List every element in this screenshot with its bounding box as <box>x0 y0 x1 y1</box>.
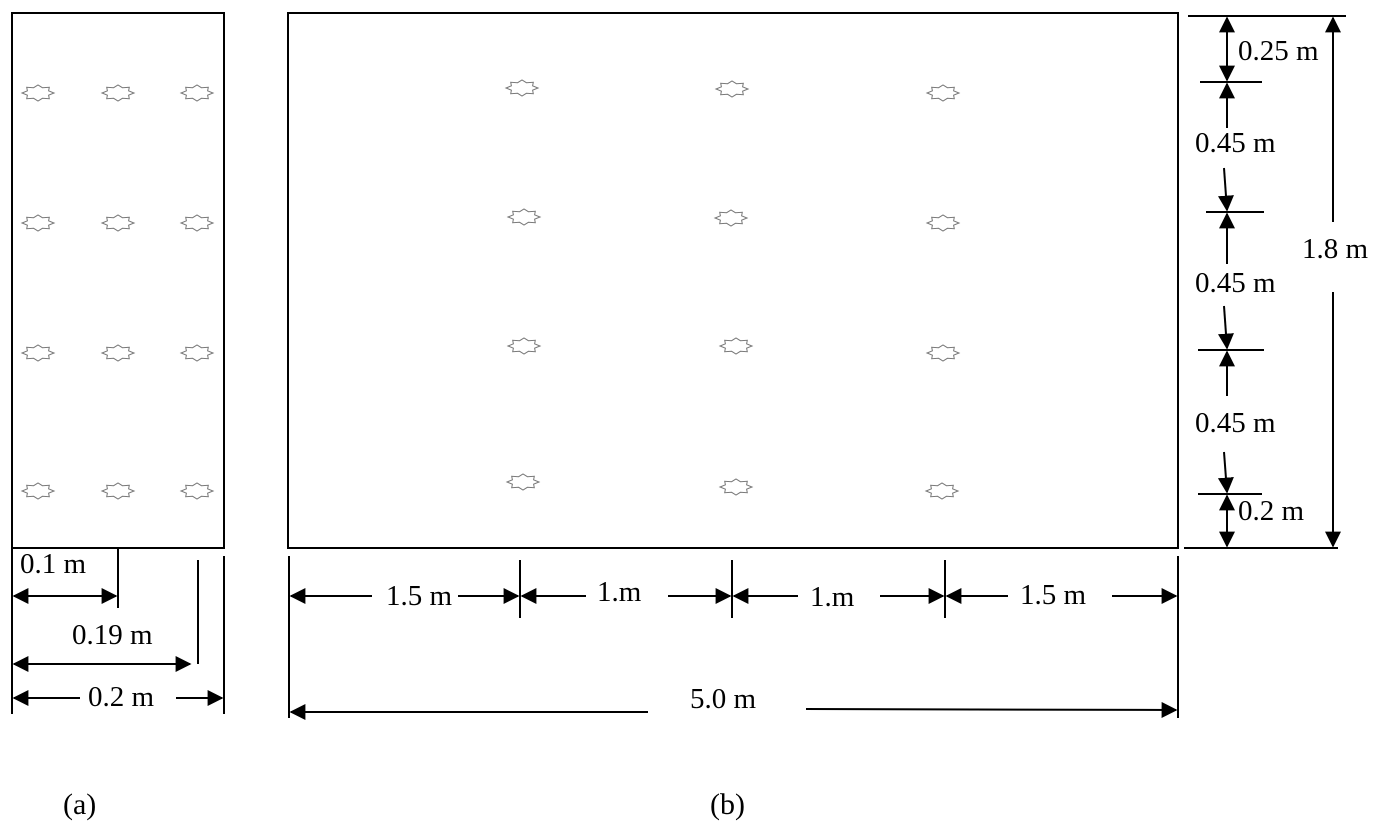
sensor-marker-icon <box>179 84 215 102</box>
panel-a-dim-label-0-2: 0.2 m <box>88 681 155 713</box>
panel-b-caption: (b) <box>710 788 745 821</box>
panel-a-caption: (a) <box>63 788 96 821</box>
panel-b-dim-label-0-2: 0.2 m <box>1238 495 1305 527</box>
panel-b-total-height-label: 1.8 m <box>1302 233 1369 265</box>
sensor-marker-icon <box>504 79 540 97</box>
panel-b: 1.5 m 1.m 1.m 1.5 m 5.0 m 0.25 m 0.45 m … <box>287 12 1369 821</box>
panel-a-dim-label-0-1: 0.1 m <box>20 548 87 580</box>
sensor-marker-icon <box>506 337 542 355</box>
sensor-marker-icon <box>20 482 56 500</box>
sensor-marker-icon <box>20 214 56 232</box>
panel-b-dim-label-0-45-c: 0.45 m <box>1195 407 1276 439</box>
sensor-marker-icon <box>179 214 215 232</box>
panel-a-dim-label-0-19: 0.19 m <box>72 619 153 651</box>
panel-b-dim-arrow-0-45-b-bottom <box>1217 305 1234 350</box>
panel-a-sensor-markers <box>20 84 215 500</box>
panel-b-dim-label-0-45-b: 0.45 m <box>1195 267 1276 299</box>
sensor-marker-icon <box>100 482 136 500</box>
panel-b-total-width-label: 5.0 m <box>690 683 757 715</box>
panel-b-total-width-arrow-right <box>805 701 1178 718</box>
panel-a: 0.1 m 0.19 m 0.2 m (a) <box>11 12 225 821</box>
panel-a-section-outline <box>11 12 225 549</box>
sensor-marker-icon <box>718 478 754 496</box>
sensor-marker-icon <box>100 344 136 362</box>
sensor-marker-icon <box>20 84 56 102</box>
sensor-marker-icon <box>506 208 542 226</box>
panel-b-dim-label-1m-left: 1.m <box>597 576 642 608</box>
sensor-marker-icon <box>713 209 749 227</box>
sensor-marker-icon <box>718 337 754 355</box>
panel-b-sensor-markers <box>504 79 961 500</box>
panel-b-dim-label-1-5-right: 1.5 m <box>1020 579 1087 611</box>
sensor-marker-icon <box>100 214 136 232</box>
panel-b-dim-label-1m-right: 1.m <box>810 581 855 613</box>
panel-b-dim-label-0-45-a: 0.45 m <box>1195 127 1276 159</box>
panel-b-elevation-outline <box>287 12 1179 549</box>
sensor-marker-icon <box>925 344 961 362</box>
panel-b-dim-label-1-5-left: 1.5 m <box>386 580 453 612</box>
sensor-marker-icon <box>179 482 215 500</box>
panel-b-dim-label-0-25: 0.25 m <box>1238 35 1319 67</box>
sensor-marker-icon <box>505 473 541 491</box>
panel-b-dim-arrow-0-45-a-bottom <box>1217 167 1234 212</box>
sensor-marker-icon <box>925 214 961 232</box>
sensor-marker-icon <box>179 344 215 362</box>
sensor-marker-icon <box>20 344 56 362</box>
sensor-marker-icon <box>714 80 750 98</box>
panel-b-dim-arrow-0-45-c-bottom <box>1217 451 1234 494</box>
sensor-marker-icon <box>924 482 960 500</box>
sensor-marker-icon <box>925 84 961 102</box>
sensor-marker-icon <box>100 84 136 102</box>
